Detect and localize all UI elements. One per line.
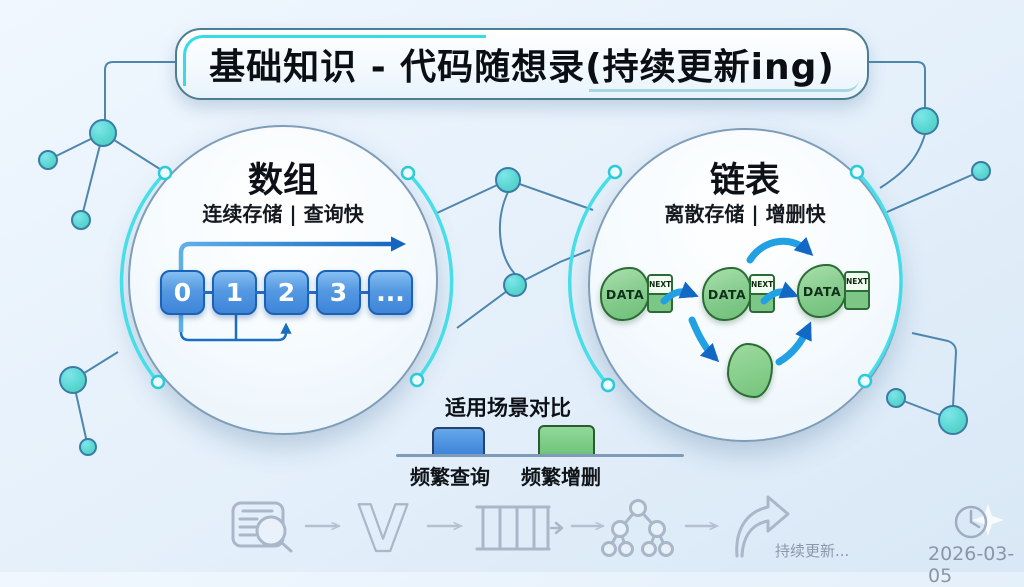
list-section-subtitle: 离散存储 | 增删快 bbox=[664, 202, 826, 226]
data-label: DATA bbox=[707, 286, 747, 302]
list-node: DATA NEXT bbox=[797, 264, 871, 318]
bar-label-insert-delete: 频繁增删 bbox=[521, 465, 601, 489]
list-node-data-blob: DATA bbox=[797, 264, 847, 318]
tree-icon bbox=[601, 499, 674, 557]
list-node-pointer: NEXT bbox=[647, 274, 673, 313]
v-icon: V bbox=[358, 493, 408, 567]
bar-frequent-insert-delete bbox=[538, 425, 595, 456]
list-node: DATA NEXT bbox=[702, 267, 776, 321]
array-cells: 0 1 2 3 ... bbox=[160, 270, 413, 315]
array-cell: ... bbox=[368, 270, 413, 315]
list-detached-node-blob bbox=[727, 343, 773, 398]
update-note: 持续更新... bbox=[775, 542, 850, 560]
list-node-pointer: NEXT bbox=[844, 271, 870, 310]
list-section-title: 链表 bbox=[709, 161, 780, 201]
array-cell: 3 bbox=[316, 270, 368, 315]
page-title: 基础知识 - 代码随想录(持续更新ing) bbox=[209, 47, 835, 88]
bar-label-query: 频繁查询 bbox=[410, 465, 490, 489]
queue-icon bbox=[475, 505, 564, 551]
array-section-title: 数组 bbox=[247, 161, 318, 201]
document-search-icon bbox=[231, 501, 293, 553]
data-label: DATA bbox=[802, 283, 842, 299]
bar-frequent-query bbox=[432, 427, 485, 456]
list-node-pointer: NEXT bbox=[749, 274, 775, 313]
next-label: NEXT bbox=[751, 276, 773, 295]
array-section-subtitle: 连续存储 | 查询快 bbox=[202, 202, 364, 226]
list-node: DATA NEXT bbox=[600, 267, 674, 321]
array-cell: 0 bbox=[160, 270, 212, 315]
array-cell: 2 bbox=[264, 270, 316, 315]
title-banner: 基础知识 - 代码随想录(持续更新ing) bbox=[175, 28, 869, 100]
next-label: NEXT bbox=[649, 276, 671, 295]
next-label: NEXT bbox=[846, 273, 868, 292]
clock-icon bbox=[954, 504, 1004, 539]
bar-baseline bbox=[396, 454, 684, 457]
date-label: 2026-03-05 bbox=[928, 543, 1015, 587]
list-node-data-blob: DATA bbox=[600, 267, 650, 321]
sparkle-shape bbox=[972, 504, 1004, 536]
comparison-title: 适用场景对比 bbox=[445, 396, 571, 420]
array-cell: 1 bbox=[212, 270, 264, 315]
list-node-data-blob: DATA bbox=[702, 267, 752, 321]
data-label: DATA bbox=[605, 286, 645, 302]
